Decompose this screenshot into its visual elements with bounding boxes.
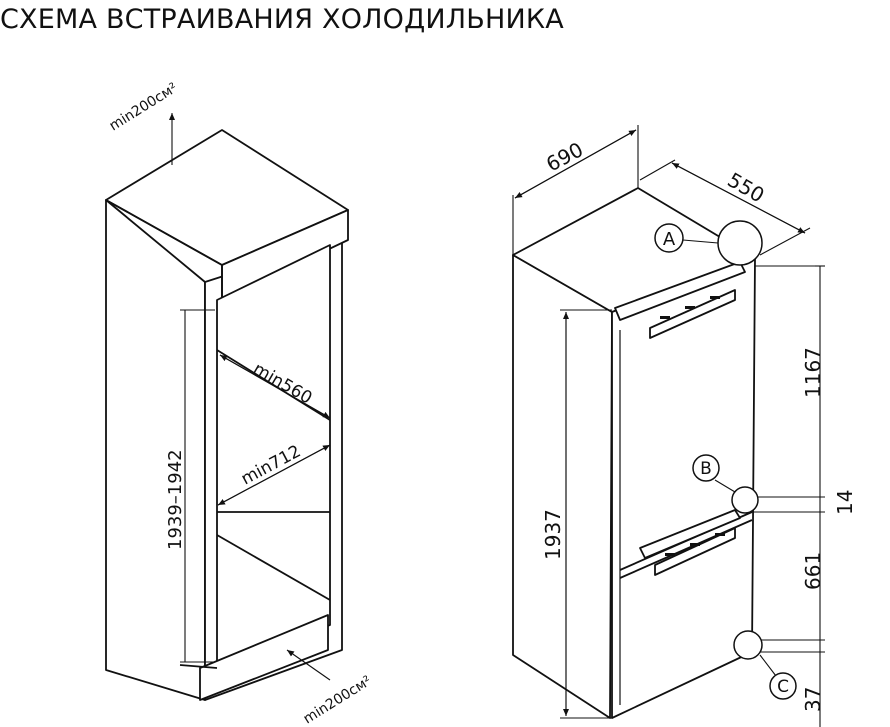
detail-circle-b xyxy=(731,486,759,514)
callout-a xyxy=(654,223,684,253)
gap-label: 14 xyxy=(833,490,857,515)
callout-c-label: C xyxy=(777,677,789,697)
callout-b-label: B xyxy=(700,459,712,479)
vent-bottom-label: min200см² xyxy=(301,673,375,727)
fridge-front-face xyxy=(611,257,756,719)
niche-left-panel xyxy=(105,199,206,701)
detail-circle-c xyxy=(733,630,763,660)
callout-b xyxy=(692,454,720,482)
vent-top-label: min200см² xyxy=(107,80,181,134)
detail-circle-a xyxy=(717,220,763,266)
lower-section-label: 661 xyxy=(801,552,825,590)
niche-height-label: 1939–1942 xyxy=(165,449,186,550)
niche-opening xyxy=(216,244,331,666)
niche-plinth xyxy=(199,614,329,701)
callout-a-label: A xyxy=(663,229,676,250)
fridge-side-face xyxy=(512,254,613,719)
bottom-gap-label: 37 xyxy=(801,687,825,712)
rail-holes xyxy=(660,296,725,556)
callout-c xyxy=(769,672,797,700)
fridge-height-label: 1937 xyxy=(541,509,565,560)
niche-drawing: min200см² min200см² min560 min712 1939–1… xyxy=(105,80,375,727)
fridge-drawing: 690 550 1937 1167 14 661 37 A xyxy=(512,125,857,727)
vent-bottom-arrow xyxy=(286,649,331,681)
page-title: СХЕМА ВСТРАИВАНИЯ ХОЛОДИЛЬНИКА xyxy=(0,4,564,35)
upper-section-label: 1167 xyxy=(801,347,825,398)
